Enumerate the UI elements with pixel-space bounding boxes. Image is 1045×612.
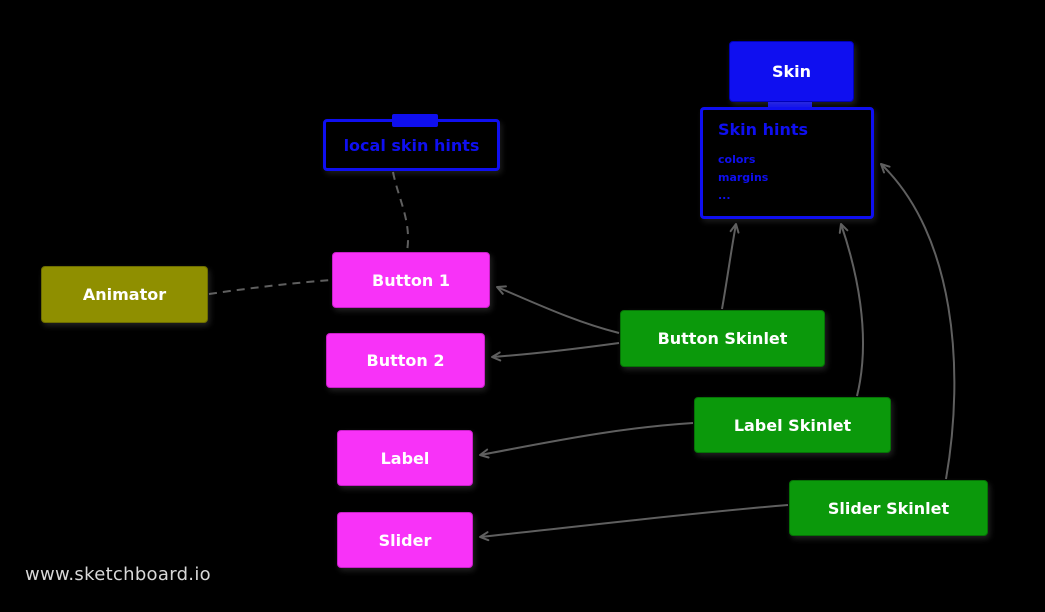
- node-button-skinlet[interactable]: Button Skinlet: [620, 310, 825, 367]
- node-skin-hints[interactable]: Skin hints colors margins ...: [700, 107, 874, 219]
- node-button-2-label: Button 2: [366, 351, 445, 370]
- node-label-skinlet-label: Label Skinlet: [733, 415, 852, 435]
- node-animator[interactable]: Animator: [41, 266, 208, 323]
- skin-hints-item-margins: margins: [718, 171, 769, 184]
- node-slider-label: Slider: [378, 530, 432, 550]
- local-skin-hints-tab: [392, 114, 438, 127]
- node-skin[interactable]: Skin: [729, 41, 854, 102]
- connector-animator-to-button-1[interactable]: [208, 279, 332, 295]
- connector-slider-skinlet-to-skin-hints[interactable]: [880, 163, 956, 480]
- skin-hints-item-ellipsis: ...: [718, 189, 731, 202]
- node-label[interactable]: Label: [337, 430, 473, 486]
- node-local-skin-hints[interactable]: local skin hints: [323, 114, 500, 171]
- node-slider-skinlet-label: Slider Skinlet: [827, 498, 950, 518]
- connector-button-skinlet-to-button-2[interactable]: [491, 342, 620, 362]
- node-button-skinlet-label: Button Skinlet: [657, 329, 788, 348]
- skin-hints-item-colors: colors: [718, 153, 756, 166]
- node-slider-skinlet[interactable]: Slider Skinlet: [789, 480, 988, 536]
- node-label-skinlet[interactable]: Label Skinlet: [694, 397, 891, 453]
- node-button-1-label: Button 1: [372, 270, 450, 290]
- connector-slider-skinlet-to-slider[interactable]: [479, 504, 789, 542]
- connector-label-skinlet-to-skin-hints[interactable]: [838, 223, 865, 397]
- node-label-label: Label: [380, 448, 430, 468]
- node-slider[interactable]: Slider: [337, 512, 473, 568]
- connector-button-skinlet-to-skin-hints[interactable]: [721, 223, 740, 310]
- node-skin-label: Skin: [771, 62, 812, 81]
- connector-label-skinlet-to-label[interactable]: [479, 422, 694, 459]
- skin-hints-title: Skin hints: [718, 120, 809, 139]
- watermark: www.sketchboard.io: [25, 564, 211, 585]
- connector-local-skin-hints-to-button-1[interactable]: [392, 171, 409, 252]
- node-animator-label: Animator: [82, 285, 167, 304]
- connector-button-skinlet-to-button-1[interactable]: [496, 285, 620, 334]
- node-button-1[interactable]: Button 1: [332, 252, 490, 308]
- node-button-2[interactable]: Button 2: [326, 333, 485, 388]
- node-local-skin-hints-label: local skin hints: [343, 135, 480, 155]
